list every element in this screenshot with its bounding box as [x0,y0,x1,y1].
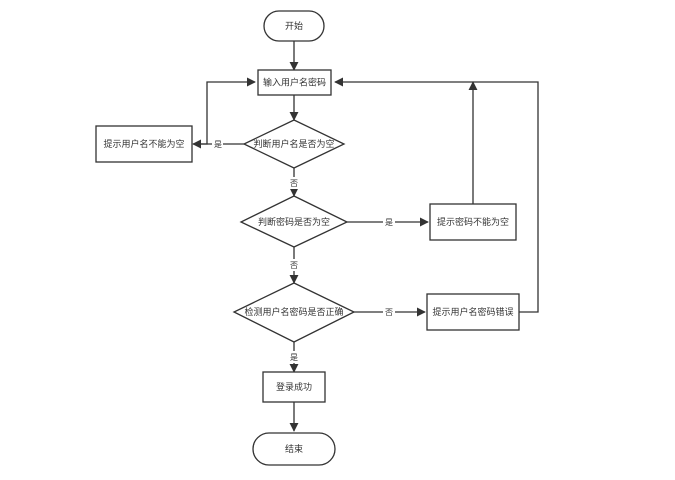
decision-shape [242,119,346,169]
edge-label-password-yes: 是 [385,218,393,227]
decision-shape [232,282,356,343]
input-label: 输入用户名密码 [263,77,326,89]
process-shape [95,125,193,163]
msg-password-empty-label: 提示密码不能为空 [437,216,509,228]
node-end: 结束 [252,432,336,466]
check-credentials-label: 检测用户名密码是否正确 [244,306,343,318]
node-input: 输入用户名密码 [257,69,332,96]
process-shape [257,69,332,96]
edge-username-msg-loop [196,77,256,145]
node-msg-password-empty: 提示密码不能为空 [429,203,517,241]
msg-credentials-wrong-label: 提示用户名密码错误 [432,306,513,318]
login-success-label: 登录成功 [276,381,312,393]
process-shape [429,203,517,241]
terminator-shape [252,432,336,466]
node-login-success: 登录成功 [262,371,326,403]
node-check-credentials: 检测用户名密码是否正确 [232,282,356,343]
edge-credentials-msg-loop [334,77,539,313]
node-msg-username-empty: 提示用户名不能为空 [95,125,193,163]
edge-label-username-no: 否 [290,179,298,188]
decision-shape [239,195,349,248]
start-label: 开始 [285,20,303,32]
node-check-username: 判断用户名是否为空 [242,119,346,169]
check-password-label: 判断密码是否为空 [258,216,330,228]
node-msg-credentials-wrong: 提示用户名密码错误 [426,293,520,331]
edge-labels: 是 否 是 否 否 是 [212,138,395,363]
node-check-password: 判断密码是否为空 [239,195,349,248]
edge-label-credentials-no: 否 [385,308,393,317]
msg-username-empty-label: 提示用户名不能为空 [103,138,184,150]
edge-label-password-no: 否 [290,261,298,270]
check-username-label: 判断用户名是否为空 [253,138,334,150]
edge-label-credentials-yes: 是 [290,353,298,362]
terminator-shape [263,10,325,42]
edge-label-username-yes: 是 [214,140,222,149]
process-shape [262,371,326,403]
node-start: 开始 [263,10,325,42]
process-shape [426,293,520,331]
end-label: 结束 [285,443,303,455]
